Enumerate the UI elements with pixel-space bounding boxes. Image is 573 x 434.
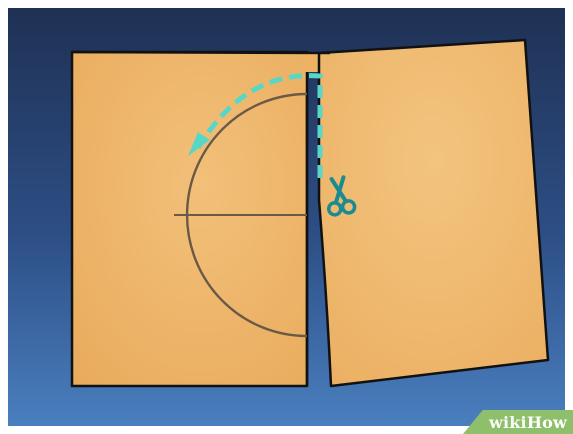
watermark-how-text: How — [526, 412, 567, 432]
curved-arrow-icon — [195, 73, 323, 178]
watermark-wiki-text: wiki — [489, 412, 527, 432]
paper-top-edge — [71, 50, 331, 55]
scissors-icon — [326, 175, 357, 217]
arrow-head-icon — [188, 132, 210, 156]
paper-right-piece — [317, 38, 550, 388]
paper-left-piece — [70, 50, 309, 388]
